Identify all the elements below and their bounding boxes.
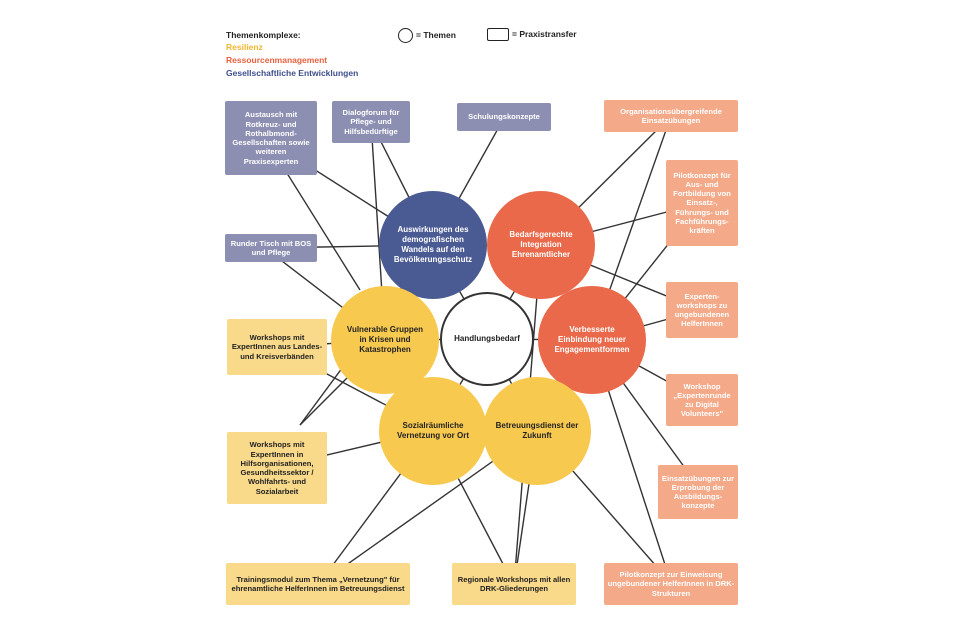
- rect-symbol-icon: [487, 28, 509, 41]
- legend-circle: = Themen: [398, 28, 456, 43]
- transfer-runder-tisch: Runder Tisch mit BOS und Pflege: [225, 234, 317, 262]
- theme-verbesserte: Verbesserte Einbindung neuer Engagementf…: [538, 286, 646, 394]
- transfer-pilotkonzept-fk: Pilotkonzept für Aus- und Fortbildung vo…: [666, 160, 738, 246]
- theme-bedarfsgerecht: Bedarfsgerechte Integration Ehrenamtlich…: [487, 191, 595, 299]
- legend-rect-label: = Praxistransfer: [512, 28, 577, 39]
- transfer-workshops-hilfs: Workshops mit ExpertInnen in Hilfsorgani…: [227, 432, 327, 504]
- theme-center: Handlungsbedarf: [440, 292, 534, 386]
- legend-theme-resilienz: Resilienz: [226, 42, 263, 52]
- transfer-expertenworkshops: Experten-workshops zu ungebundenen Helfe…: [666, 282, 738, 338]
- theme-sozialraeumlich: Sozialräumliche Vernetzung vor Ort: [379, 377, 487, 485]
- theme-demografie: Auswirkungen des demografischen Wandels …: [379, 191, 487, 299]
- theme-vulnerable: Vulnerable Gruppen in Krisen und Katastr…: [331, 286, 439, 394]
- theme-betreuungsdienst: Betreuungsdienst der Zukunft: [483, 377, 591, 485]
- transfer-austausch: Austausch mit Rotkreuz- und Rothalbmond-…: [225, 101, 317, 175]
- transfer-org-einsatz: Organisationsübergreifende Einsatzübunge…: [604, 100, 738, 132]
- circle-symbol-icon: [398, 28, 413, 43]
- legend-theme-gesellschaft: Gesellschaftliche Entwicklungen: [226, 68, 359, 78]
- transfer-regionale-workshops: Regionale Workshops mit allen DRK-Gliede…: [452, 563, 576, 605]
- transfer-schulungskonzepte: Schulungskonzepte: [457, 103, 551, 131]
- transfer-pilotkonzept-dienst: Pilotkonzept zur Einweisung ungebundener…: [604, 563, 738, 605]
- transfer-einsatzuebungen: Einsatzübungen zur Erprobung der Ausbild…: [658, 465, 738, 519]
- legend-circle-label: = Themen: [416, 29, 456, 40]
- transfer-workshop-digital: Workshop „Expertenrunde zu Digital Volun…: [666, 374, 738, 426]
- transfer-workshops-landes: Workshops mit ExpertInnen aus Landes- un…: [227, 319, 327, 375]
- transfer-trainingsmodul: Trainingsmodul zum Thema „Vernetzung" fü…: [226, 563, 410, 605]
- legend-title: Themenkomplexe:: [226, 30, 301, 40]
- transfer-dialogforum: Dialogforum für Pflege- und Hilfsbedürft…: [332, 101, 410, 143]
- legend-rect: = Praxistransfer: [487, 28, 577, 41]
- legend-theme-ressourcen: Ressourcenmanagement: [226, 55, 328, 65]
